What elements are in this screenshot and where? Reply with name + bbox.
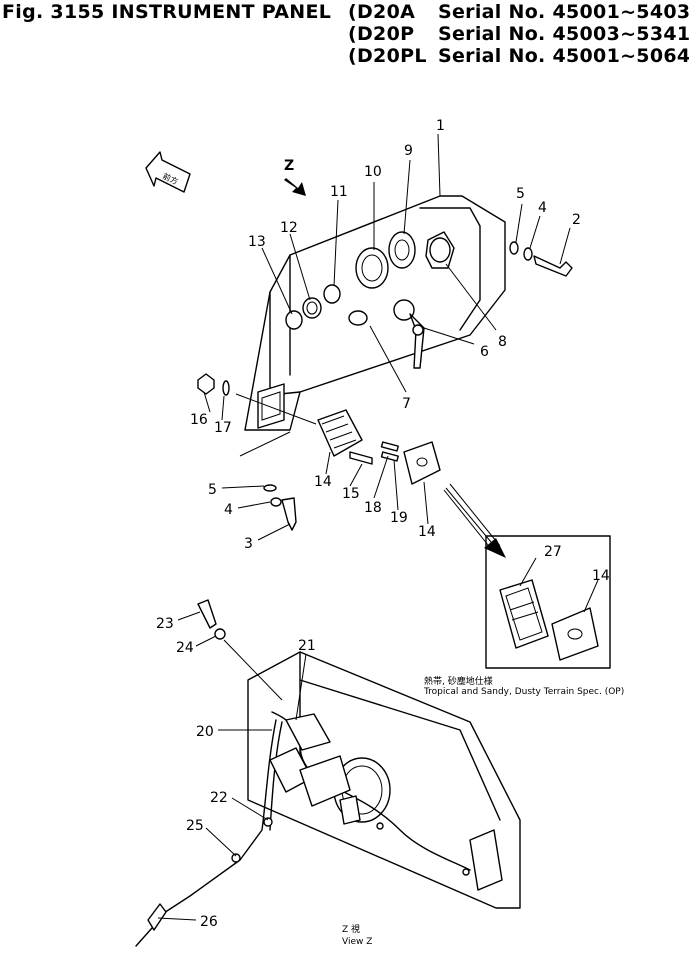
callout-9: 9 — [404, 143, 413, 159]
callout-14-inset: 14 — [592, 568, 610, 584]
leader-lines — [157, 133, 599, 921]
model-d20pl: (D20PL — [348, 45, 427, 67]
callout-14-cover: 14 — [418, 524, 436, 540]
view-z-arrow — [284, 178, 306, 196]
callout-13: 13 — [248, 234, 266, 250]
serial-d20pl: Serial No. 45001~50646) — [438, 45, 689, 67]
serial-d20p: Serial No. 45003~53410) — [438, 23, 689, 45]
callout-4-upper: 4 — [538, 200, 547, 216]
callout-23: 23 — [156, 616, 174, 632]
callout-5-upper: 5 — [516, 186, 525, 202]
serial-d20a: Serial No. 45001~54039) — [438, 1, 689, 23]
callout-20: 20 — [196, 724, 214, 740]
callout-2: 2 — [572, 212, 581, 228]
callout-21: 21 — [298, 638, 316, 654]
view-caption-en: View Z — [342, 937, 372, 947]
callout-7: 7 — [402, 396, 411, 412]
callout-14-block: 14 — [314, 474, 332, 490]
callout-16: 16 — [190, 412, 208, 428]
callout-27: 27 — [544, 544, 562, 560]
tropical-spec-inset: 熱帯, 砂塵地仕様 Tropical and Sandy, Dusty Terr… — [423, 535, 624, 697]
callout-26: 26 — [200, 914, 218, 930]
callout-18: 18 — [364, 500, 382, 516]
callout-15: 15 — [342, 486, 360, 502]
callout-4-lower: 4 — [224, 502, 233, 518]
inset-caption-en: Tropical and Sandy, Dusty Terrain Spec. … — [423, 687, 624, 697]
figure-title-block: Fig. 3155 INSTRUMENT PANEL (D20A Serial … — [2, 1, 689, 67]
view-z-letter: Z — [284, 158, 294, 174]
instrument-panel-lower-view-z: Z 視 View Z — [135, 599, 521, 947]
callout-3: 3 — [244, 536, 253, 552]
callout-8: 8 — [498, 334, 507, 350]
front-direction-arrow: 前方 — [145, 151, 191, 193]
view-z-marker: Z — [284, 158, 306, 196]
callout-17: 17 — [214, 420, 232, 436]
model-d20a: (D20A — [348, 1, 415, 23]
view-caption-jp: Z 視 — [342, 923, 360, 935]
callout-labels: 1 2 3 4 4 5 5 6 7 8 9 10 11 12 13 14 14 … — [156, 118, 610, 930]
inset-caption-jp: 熱帯, 砂塵地仕様 — [424, 675, 493, 687]
callout-22: 22 — [210, 790, 228, 806]
callout-6: 6 — [480, 344, 489, 360]
callout-10: 10 — [364, 164, 382, 180]
callout-5-lower: 5 — [208, 482, 217, 498]
instrument-panel-upper — [197, 195, 573, 558]
callout-25: 25 — [186, 818, 204, 834]
callout-1: 1 — [436, 118, 445, 134]
callout-19: 19 — [390, 510, 408, 526]
callout-24: 24 — [176, 640, 194, 656]
figure-title: Fig. 3155 INSTRUMENT PANEL — [2, 1, 331, 23]
callout-12: 12 — [280, 220, 298, 236]
model-d20p: (D20P — [348, 23, 414, 45]
callout-11: 11 — [330, 184, 348, 200]
